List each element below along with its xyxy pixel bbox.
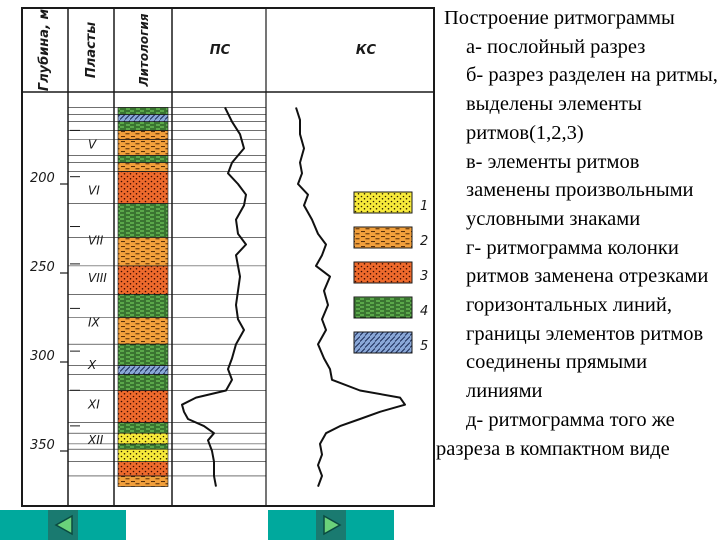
next-slide-button[interactable]	[268, 510, 394, 540]
bed-label: XII	[87, 433, 104, 447]
note-item-d: г- ритмограмма колонки ритмов заменена о…	[466, 236, 709, 403]
bed-label: XI	[87, 397, 100, 411]
lithology-layer	[117, 317, 169, 345]
lithology-layer	[117, 343, 169, 366]
bed-labels: V VI VII VIII IX X XI XII	[70, 129, 107, 447]
header-lithology: Литология	[137, 13, 151, 87]
lithology-layer	[117, 422, 169, 434]
header-beds: Пласты	[84, 22, 99, 78]
depth-tick-label: 350	[30, 438, 55, 453]
header-depth: Глубина, м	[37, 8, 52, 91]
bed-label: IX	[88, 315, 101, 329]
lithology-layer	[117, 203, 169, 238]
prev-slide-button[interactable]	[0, 510, 126, 540]
lithology-layer	[117, 432, 169, 445]
bed-label: VIII	[88, 271, 107, 285]
legend-number: 3	[420, 269, 428, 284]
legend-number: 5	[420, 339, 428, 354]
legend-swatch	[353, 226, 413, 249]
lithology-layer	[117, 443, 169, 450]
sp-curve	[181, 107, 247, 487]
lithology-layer	[117, 265, 169, 295]
triangle-left-icon	[0, 510, 126, 540]
lithology-layer	[117, 294, 169, 318]
depth-tick-label: 300	[30, 349, 55, 364]
log-frame	[21, 7, 435, 507]
triangle-right-icon	[268, 510, 394, 540]
note-item-c: в- элементы ритмов заменены произвольным…	[466, 150, 694, 230]
bed-label: V	[88, 137, 97, 151]
legend-swatch	[353, 296, 413, 319]
lithology-layer	[117, 461, 169, 477]
resistivity-curve	[295, 107, 406, 487]
note-item-a: а- послойный разрез	[466, 35, 646, 58]
lithology-legend: 1 2 3 4 5	[353, 191, 428, 354]
legend-number: 1	[420, 199, 428, 214]
header-sp: ПС	[210, 43, 231, 58]
lithology-layer	[117, 107, 169, 115]
lithology-layer	[117, 121, 169, 131]
lithology-layer	[117, 114, 169, 123]
lithology-layer	[117, 374, 169, 391]
depth-tick-label: 200	[30, 171, 55, 186]
legend-swatch	[353, 261, 413, 284]
notes-title: Построение ритмограммы	[444, 7, 675, 29]
notes-list: а- послойный разрез б- разрез разделен н…	[432, 33, 718, 435]
legend-number: 4	[420, 304, 428, 319]
legend-swatch	[353, 331, 413, 354]
lithology-layer	[117, 162, 169, 172]
lithology-column	[68, 107, 266, 487]
bed-label: VI	[88, 184, 100, 198]
bed-label: VII	[88, 234, 104, 248]
lithology-layer	[117, 448, 169, 462]
bed-label: X	[87, 358, 97, 372]
lithology-layer	[117, 365, 169, 375]
header-resistivity: КС	[356, 43, 377, 58]
depth-tick-label: 250	[30, 260, 55, 275]
legend-swatch	[353, 191, 413, 214]
lithology-layer	[117, 475, 169, 487]
lithology-layer	[117, 139, 169, 156]
note-item-e: д- ритмограмма того же	[466, 408, 675, 431]
notes-last-line: разреза в компактном виде	[436, 437, 670, 460]
lithology-layer	[117, 155, 169, 163]
depth-scale: 200 250 300 350	[30, 171, 68, 453]
legend-number: 2	[420, 234, 428, 249]
lithology-layer	[117, 390, 169, 423]
lithology-layer	[117, 130, 169, 140]
note-item-b: б- разрез разделен на ритмы, выделены эл…	[466, 64, 718, 144]
notes-panel: Построение ритмограммы а- послойный разр…	[432, 4, 718, 463]
lithology-layer	[117, 171, 169, 204]
lithology-layer	[117, 237, 169, 267]
log-curves	[181, 107, 406, 487]
